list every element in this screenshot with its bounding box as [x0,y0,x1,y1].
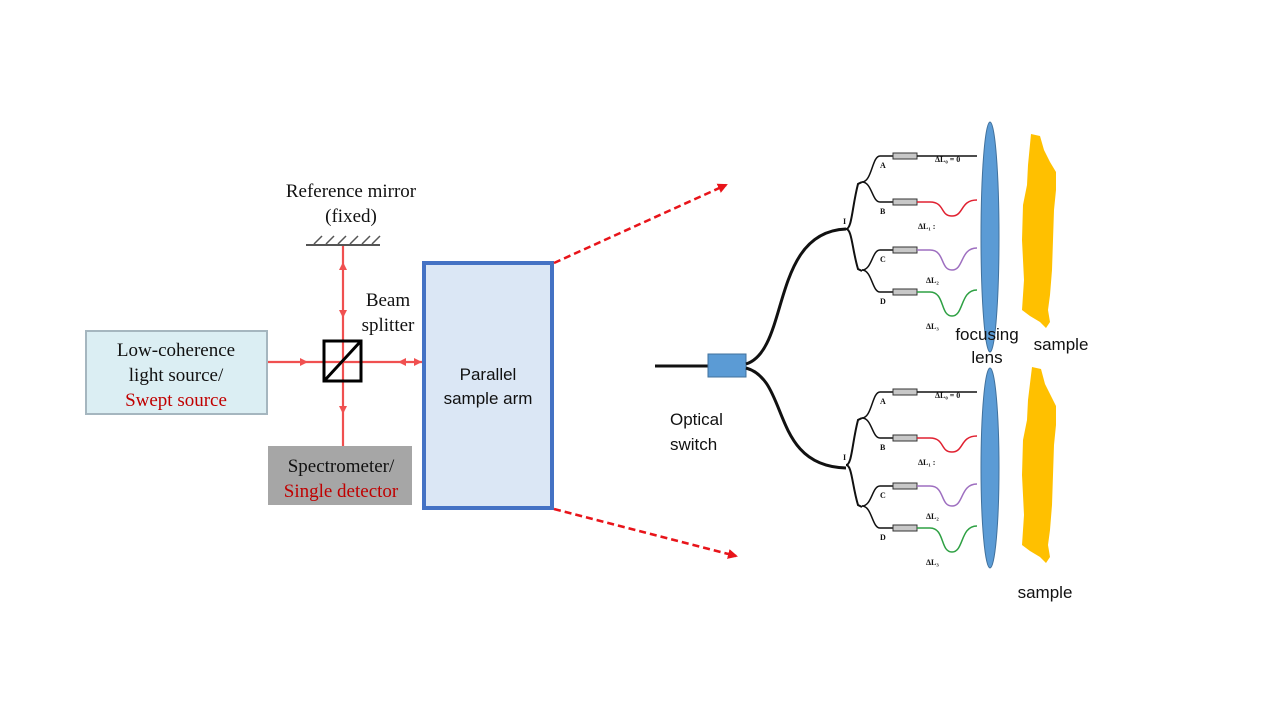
channel-label: D [880,533,886,542]
arrow-left-icon [398,358,406,366]
light-beams [268,246,424,446]
switch-output-fiber-top [745,227,847,366]
light-source-label-line1: Low-coherence [117,340,235,361]
light-source-label-line2: light source/ [129,365,224,386]
swept-source-label: Swept source [125,390,227,411]
optical-switch [707,353,747,378]
coupler-fiber [845,228,863,272]
fiber-branch: I A ΔL₀ = 0 B ΔL₁ : C ΔL₂ D ΔL₃ [843,388,978,567]
beam-splitter-label-line2: splitter [362,315,415,336]
coupler-fiber [845,464,863,508]
delay-fiber [917,435,978,453]
reference-mirror-label-line2: (fixed) [325,206,377,227]
beam-splitter-label-line1: Beam [366,290,411,311]
arrow-right-icon [414,358,422,366]
delay-fiber [917,525,978,553]
sub-coupler-fiber [861,505,893,529]
sub-coupler-fiber [861,485,893,507]
delay-label: ΔL₂ [926,512,939,521]
delay-fiber [917,483,978,507]
sub-coupler-fiber [861,391,893,419]
delay-fiber [917,247,978,271]
fiber-branch: I A ΔL₀ = 0 B ΔL₁ : C ΔL₂ D ΔL₃ [843,152,978,331]
reference-mirror-label-line1: Reference mirror [286,181,417,202]
reference-mirror [306,235,381,246]
sample-bottom [1022,367,1056,563]
collimator [892,152,918,160]
sub-coupler-fiber [861,181,893,203]
channel-label: B [880,207,886,216]
sub-coupler-fiber [861,249,893,271]
delay-label: ΔL₁ : [918,222,935,231]
optical-switch-label-line1: Optical [670,410,723,429]
delay-label: ΔL₃ [926,558,939,567]
expand-arrow-top [553,183,728,265]
arrow-down-icon [339,310,347,318]
delay-fiber [917,289,978,317]
collimator [892,434,918,442]
focusing-lens-label-line2: lens [971,348,1002,367]
focusing-lens-bottom [980,367,1000,569]
sample-arm-label-line1: Parallel [460,365,517,384]
collimator [892,288,918,296]
collimator [892,198,918,206]
collimator [892,524,918,532]
delay-label: ΔL₁ : [918,458,935,467]
collimator [892,246,918,254]
channel-label: C [880,255,886,264]
sub-coupler-fiber [861,269,893,293]
beam-arrows [300,262,422,414]
arrow-right-icon [300,358,308,366]
parallel-sample-arm: Parallel sample arm [422,261,554,510]
parallel-sample-arm-detail: Optical switch I A ΔL₀ = 0 B ΔL₁ : C ΔL₂ D ΔL₃ I A… [655,121,1089,602]
focusing-lens-top [980,121,1000,353]
delay-label: ΔL₀ = 0 [935,155,960,164]
collimator [892,388,918,396]
sample-label-bottom: sample [1018,583,1073,602]
spectrometer-label: Spectrometer/ [288,456,395,477]
delay-label: ΔL₂ [926,276,939,285]
coupler-fiber [845,417,863,466]
arrow-down-icon [339,406,347,414]
light-source-box: Low-coherence light source/ Swept source [85,330,268,415]
sub-coupler-fiber [861,417,893,439]
sub-coupler-fiber [861,155,893,183]
sample-label-top: sample [1034,335,1089,354]
delay-fiber [917,199,978,217]
switch-output-fiber-bottom [745,366,847,470]
channel-label: B [880,443,886,452]
single-detector-label: Single detector [284,481,399,502]
coupler-label: I [843,453,846,462]
arrow-up-icon [339,262,347,270]
detector-box: Spectrometer/ Single detector [268,446,412,505]
interferometer: Reference mirror (fixed) [85,181,738,559]
sample-arm-label-line2: sample arm [444,389,533,408]
focusing-lens-label-line1: focusing [955,325,1018,344]
expand-arrow-bottom [553,507,738,559]
coupler-label: I [843,217,846,226]
delay-label: ΔL₀ = 0 [935,391,960,400]
channel-label: A [880,397,886,406]
optical-switch-label-line2: switch [670,435,717,454]
delay-label: ΔL₃ [926,322,939,331]
collimator [892,482,918,490]
channel-label: A [880,161,886,170]
channel-label: C [880,491,886,500]
beam-splitter [322,339,363,383]
coupler-fiber [845,181,863,230]
sample-top [1022,134,1056,328]
channel-label: D [880,297,886,306]
